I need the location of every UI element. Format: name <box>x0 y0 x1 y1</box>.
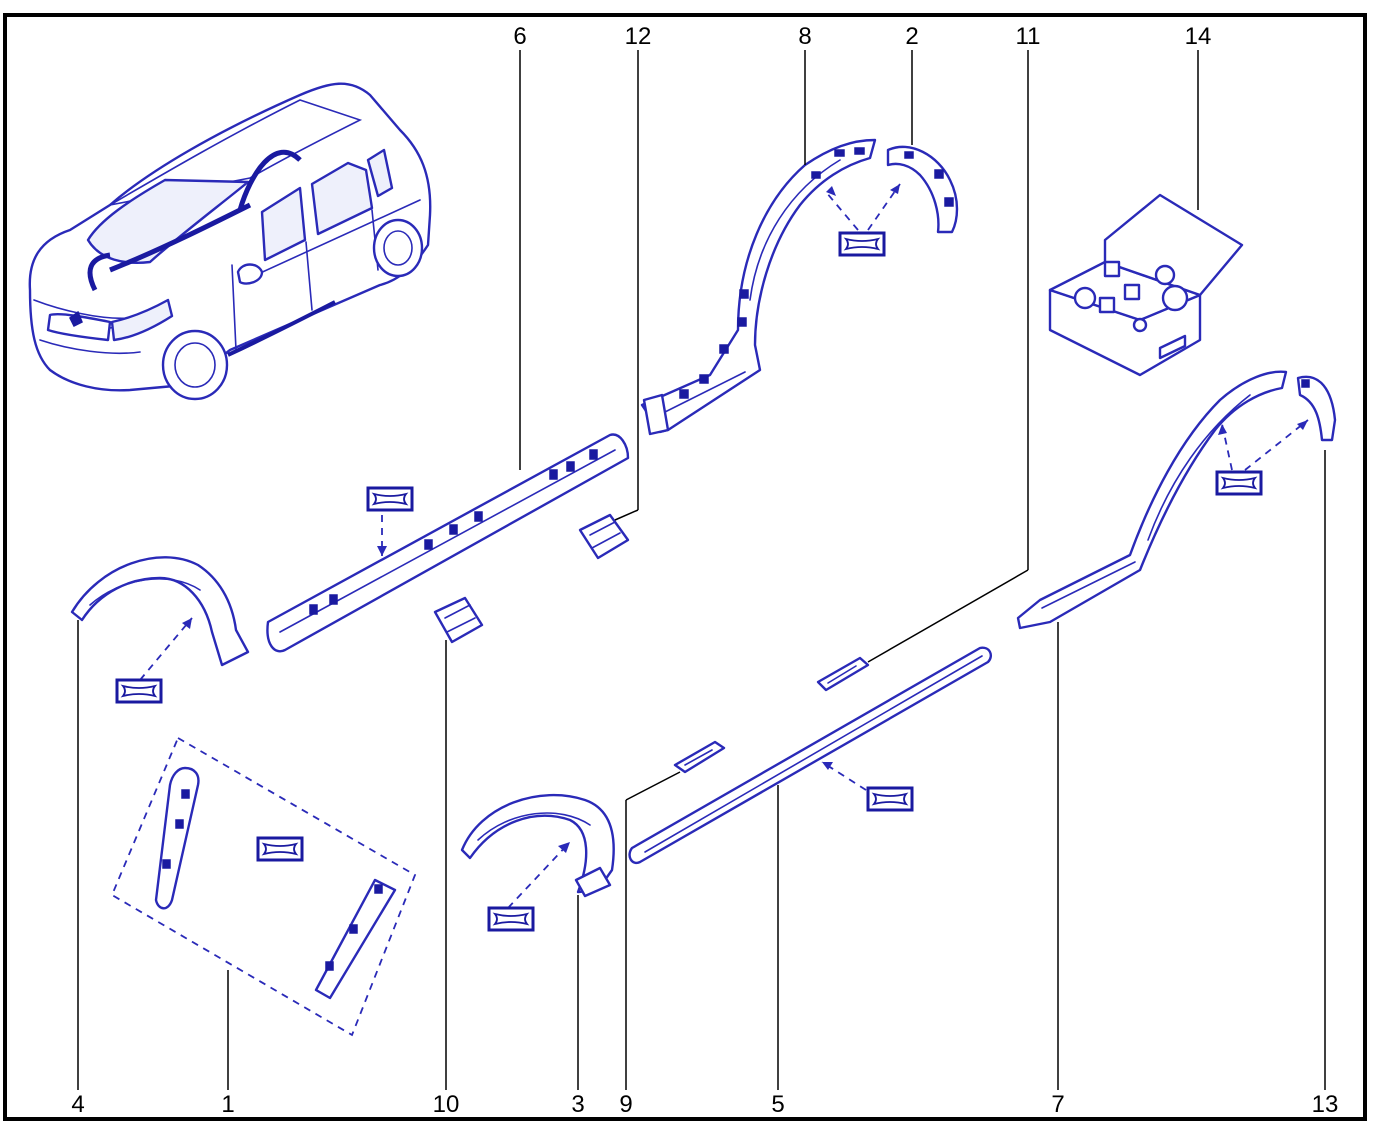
leader-lines <box>77 50 1326 1090</box>
callout-3: 3 <box>571 1091 584 1118</box>
adhesive-tag-7 <box>1215 470 1263 496</box>
frame-border <box>3 13 1367 1121</box>
part-4-front-wheel-arch <box>70 556 250 667</box>
callout-5: 5 <box>771 1091 784 1118</box>
adhesive-tag-3 <box>487 906 535 932</box>
callout-11: 11 <box>1016 23 1041 50</box>
part-14-fastener-kit-box <box>1048 193 1244 377</box>
part-9-clip <box>673 740 726 774</box>
adhesive-tag-8 <box>838 231 886 257</box>
callout-14: 14 <box>1185 23 1212 50</box>
part-5-lower-sill-moulding <box>628 646 992 865</box>
part-13-arch-end-piece <box>1296 375 1337 442</box>
part-2-arch-extension <box>886 145 959 234</box>
part-8-wheel-arch-trim <box>640 138 877 436</box>
callout-13: 13 <box>1312 1091 1339 1118</box>
bottom-callouts: 4 1 10 3 9 5 7 13 <box>71 1091 1338 1118</box>
part-11-clip <box>816 656 870 692</box>
adhesive-arrows <box>139 183 1309 909</box>
callout-7: 7 <box>1051 1091 1064 1118</box>
part-1-trim-strip-set <box>110 736 417 1037</box>
callout-12: 12 <box>625 23 652 50</box>
part-12-clip <box>578 513 630 560</box>
callout-9: 9 <box>619 1091 632 1118</box>
callout-2: 2 <box>905 23 918 50</box>
callout-10: 10 <box>433 1091 460 1118</box>
part-6-sill-panel <box>266 433 630 653</box>
callout-1: 1 <box>221 1091 234 1118</box>
adhesive-tag-1 <box>256 836 304 862</box>
callout-8: 8 <box>798 23 811 50</box>
adhesive-tag-6 <box>366 486 414 512</box>
car-illustration <box>28 82 432 401</box>
adhesive-tag-5 <box>866 786 914 812</box>
adhesive-tag-4 <box>115 678 163 704</box>
callout-6: 6 <box>513 23 526 50</box>
part-10-clip <box>433 596 484 644</box>
top-callouts: 6 12 8 2 11 14 <box>513 23 1211 50</box>
part-3-rear-wheel-arch <box>460 793 615 898</box>
callout-4: 4 <box>71 1091 84 1118</box>
part-7-rear-arch-extension <box>1016 370 1288 630</box>
